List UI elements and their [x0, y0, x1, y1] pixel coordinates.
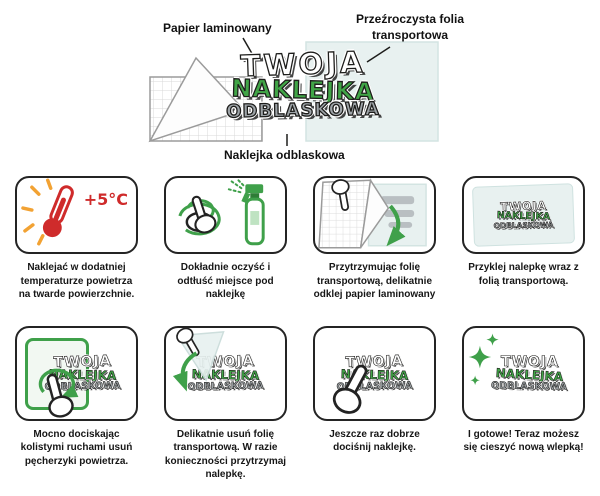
label-laminated-paper: Papier laminowany: [163, 21, 272, 35]
step-4-caption: Przyklej nalepkę wraz z folią transporto…: [468, 262, 579, 287]
step-7: TWOJA NAKLEJKA ODBLASKOWA Jeszcze raz do…: [313, 325, 436, 482]
thermometer-icon: [21, 178, 74, 246]
label-transport-foil: Przeźroczysta folia transportowa: [355, 12, 465, 42]
sticker-logo: TWOJA NAKLEJKA ODBLASKOWA: [206, 44, 400, 123]
step-1-caption: Naklejać w dodatniej temperaturze powiet…: [18, 262, 135, 300]
step-7-caption: Jeszcze raz dobrze dociśnij naklejkę.: [329, 428, 420, 454]
step-1-icon-box: +5°C: [15, 176, 138, 254]
circular-motion-arrow: [38, 368, 79, 398]
step-8: TWOJA NAKLEJKA ODBLASKOWA I gotowe! Tera…: [462, 325, 585, 482]
step-5-icon-box: TWOJA NAKLEJKA ODBLASKOWA: [15, 325, 138, 421]
step-3-caption: Przytrzymując folię transportową, delika…: [313, 262, 436, 300]
step-2: Dokładnie oczyść i odtłuść miejsce pod n…: [164, 176, 287, 302]
step-6-icon-box: TWOJA NAKLEJKA ODBLASKOWA: [164, 325, 287, 421]
step-8-icon-box: TWOJA NAKLEJKA ODBLASKOWA: [462, 325, 585, 421]
sticker-logo-mini: TWOJA NAKLEJKA ODBLASKOWA: [464, 199, 583, 231]
step-6-caption: Delikatnie usuń folię transportową. W ra…: [164, 428, 287, 481]
step-4: TWOJA NAKLEJKA ODBLASKOWA Przyklej nalep…: [462, 176, 585, 302]
step-5: TWOJA NAKLEJKA ODBLASKOWA Mocno dociskaj…: [15, 325, 138, 482]
peel-paper-icon: [318, 178, 427, 249]
step-5-caption: Mocno dociskając kolistymi ruchami usuń …: [20, 428, 133, 467]
remove-foil-icon: [172, 327, 225, 392]
step-7-icon-box: TWOJA NAKLEJKA ODBLASKOWA: [313, 325, 436, 421]
step-8-caption: I gotowe! Teraz możesz się cieszyć nową …: [463, 428, 584, 454]
press-again-icon: [328, 359, 379, 418]
paper-flap: [359, 178, 390, 249]
step-2-icon-box: [164, 176, 287, 254]
step-3: Przytrzymując folię transportową, delika…: [313, 176, 436, 302]
pointer-line-paper: [242, 37, 255, 58]
done-sparkles-icon: [468, 333, 499, 385]
step-3-icon-box: [313, 176, 436, 254]
step-2-caption: Dokładnie oczyść i odtłuść miejsce pod n…: [177, 262, 274, 300]
header-diagram: [148, 37, 439, 146]
pressing-hand: [328, 359, 379, 418]
step-6: TWOJA NAKLEJKA ODBLASKOWA Delikatnie usu…: [164, 325, 287, 482]
spray-bottle: [227, 178, 265, 246]
sticker-line-3: ODBLASKOWA: [225, 98, 381, 123]
label-reflective-sticker: Naklejka odblaskowa: [224, 148, 345, 162]
thermometer: [42, 185, 74, 238]
clean-spray-icon: [178, 178, 265, 246]
spray-mist: [227, 178, 245, 194]
step-4-icon-box: TWOJA NAKLEJKA ODBLASKOWA: [462, 176, 585, 254]
sticker-line-3: ODBLASKOWA: [493, 220, 554, 231]
sparkles: [468, 333, 499, 385]
remove-arrow: [172, 351, 198, 392]
paper-peel-flap: [148, 56, 246, 143]
steps-grid: +5°C Naklejać w dodatniej temperaturze p…: [0, 176, 600, 482]
temperature-label: +5°C: [83, 190, 128, 209]
peel-arrow: [386, 204, 406, 247]
step-1: +5°C Naklejać w dodatniej temperaturze p…: [15, 176, 138, 302]
pointer-line-foil: [366, 46, 391, 63]
heat-rays: [21, 178, 53, 246]
pressing-hand: [40, 370, 76, 419]
press-circular-icon: [38, 368, 79, 419]
